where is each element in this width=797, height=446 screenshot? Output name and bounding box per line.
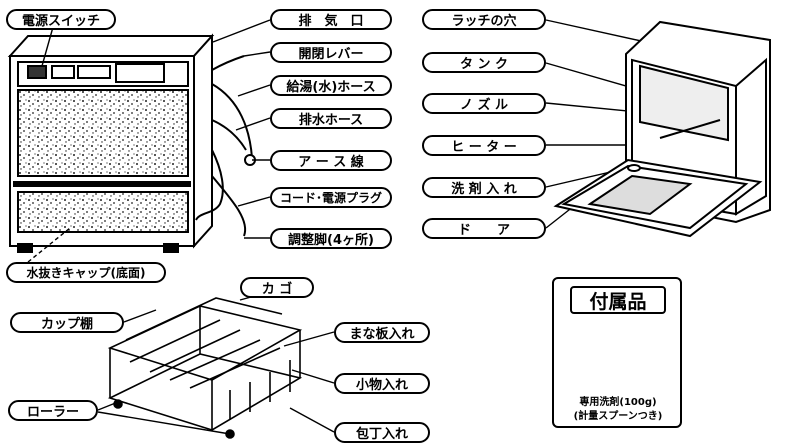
label-power-switch: 電源スイッチ (6, 9, 116, 30)
basket-illustration (107, 297, 303, 439)
label-detergent-inlet: 洗 剤 入 れ (422, 177, 546, 198)
label-door: ド ア (422, 218, 546, 239)
label-tank: タ ン ク (422, 52, 546, 73)
accessory-item-line2: (計量スプーンつき) (573, 411, 663, 422)
dishwasher-front-view (7, 33, 215, 253)
label-cutting-board-holder: まな板入れ (334, 322, 430, 343)
label-exhaust-port: 排 気 口 (270, 9, 392, 30)
dishwasher-open-view (553, 20, 771, 238)
label-ground-wire: ア ー ス 線 (270, 150, 392, 171)
accessory-item-line1: 専用洗剤(100g) (579, 397, 657, 408)
label-cord-plug: コード･電源プラグ (270, 187, 392, 208)
label-knife-holder: 包丁入れ (334, 422, 430, 443)
label-roller: ローラー (8, 400, 98, 421)
accessories-box: 付属品 専用洗剤(100g) (計量スプーンつき) (552, 277, 682, 428)
label-adjuster-feet: 調整脚(4ヶ所) (270, 228, 392, 249)
label-basket: カ ゴ (240, 277, 314, 298)
label-drain-hose: 排水ホース (270, 108, 392, 129)
label-nozzle: ノ ズ ル (422, 93, 546, 114)
label-small-items-holder: 小物入れ (334, 373, 430, 394)
label-cup-shelf: カップ棚 (10, 312, 124, 333)
accessories-title: 付属品 (570, 286, 666, 314)
label-latch-hole: ラッチの穴 (422, 9, 546, 30)
label-hot-water-hose: 給湯(水)ホース (270, 75, 392, 96)
label-heater: ヒ ー タ ー (422, 135, 546, 156)
label-drain-cap: 水抜きキャップ(底面) (6, 262, 166, 283)
label-open-close-lever: 開閉レバー (270, 42, 392, 63)
